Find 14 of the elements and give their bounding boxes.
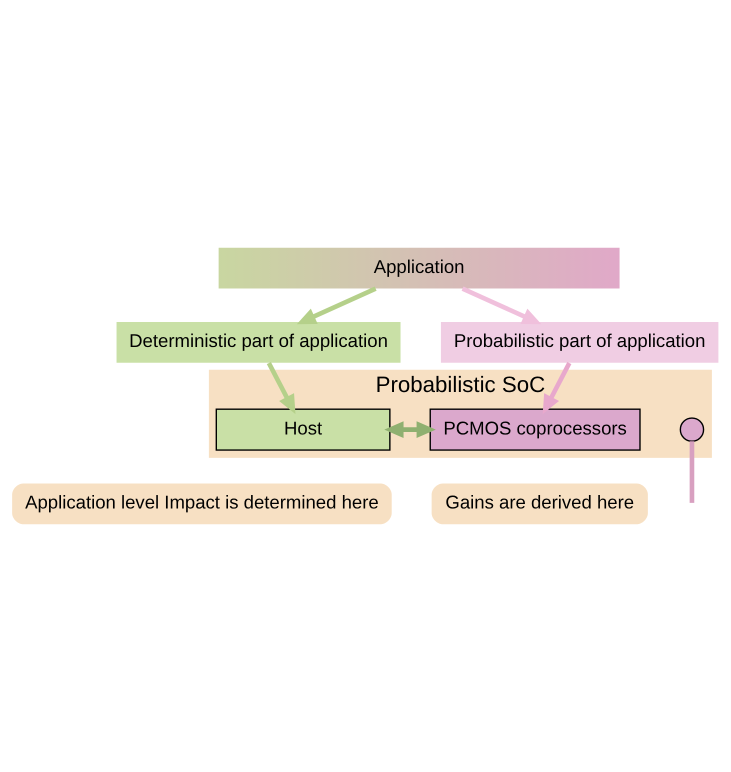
- arrow: [384, 421, 436, 438]
- connector: [690, 441, 694, 503]
- node-box: Host: [216, 408, 391, 451]
- node-box: PCMOS coprocessors: [430, 408, 641, 451]
- arrow: [296, 286, 377, 324]
- node-circle: [680, 417, 704, 442]
- node-box: Gains are derived here: [432, 483, 648, 524]
- arrow: [542, 362, 572, 414]
- arrow: [462, 286, 542, 324]
- arrow: [266, 362, 296, 414]
- node-box: Probabilistic part of application: [440, 322, 718, 363]
- node-box: Deterministic part of application: [116, 322, 401, 363]
- node-box: Application level Impact is determined here: [12, 483, 392, 524]
- node-box: Application: [218, 248, 620, 289]
